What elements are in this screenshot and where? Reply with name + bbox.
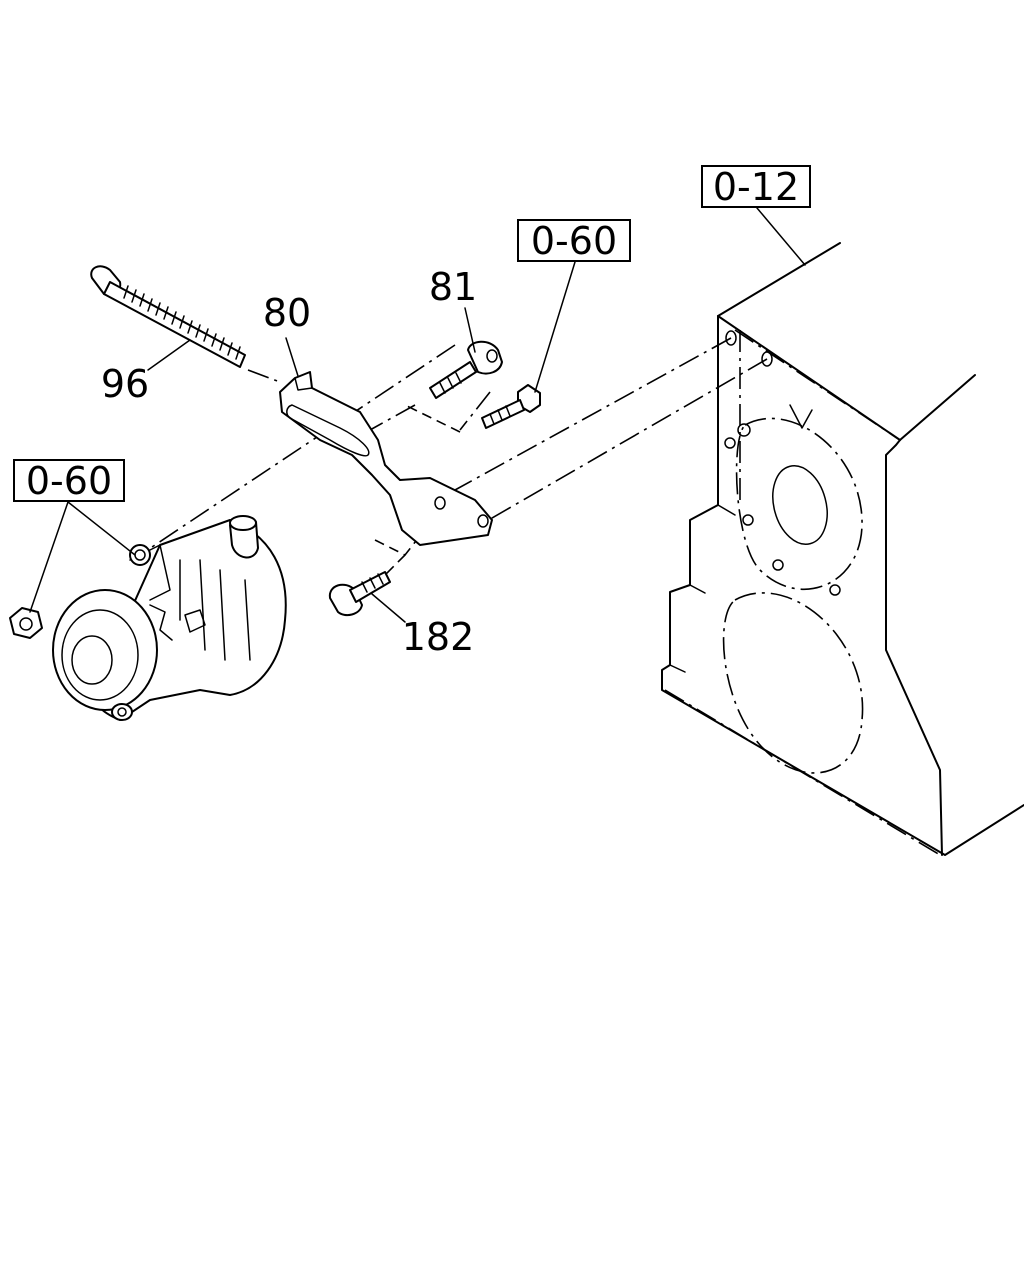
pump-assembly: [52, 515, 287, 721]
small-bolt-upper: [481, 384, 541, 429]
callout-ref-bolt-upper[interactable]: 0-60: [517, 219, 631, 263]
label-ref-bolt-upper: 0-60: [531, 219, 617, 263]
label-part-collar-bolt[interactable]: 81: [429, 265, 477, 309]
label-part-long-bolt[interactable]: 96: [101, 362, 149, 406]
long-bolt: [90, 265, 246, 368]
callout-ref-nut-left[interactable]: 0-60: [13, 459, 125, 503]
mounting-bracket: [279, 371, 493, 546]
label-part-flange-bolt[interactable]: 182: [402, 615, 475, 659]
flange-nut: [9, 607, 43, 639]
engine-block: [661, 242, 1024, 856]
assembly-center-lines: [139, 337, 768, 576]
callout-ref-engine-block[interactable]: 0-12: [701, 165, 811, 209]
flange-bolt: [328, 571, 391, 617]
label-part-bracket[interactable]: 80: [263, 291, 311, 335]
leader-lines: [29, 207, 806, 623]
collar-bolt: [429, 340, 503, 399]
label-ref-engine-block: 0-12: [713, 165, 799, 209]
label-ref-nut-left: 0-60: [26, 459, 112, 503]
